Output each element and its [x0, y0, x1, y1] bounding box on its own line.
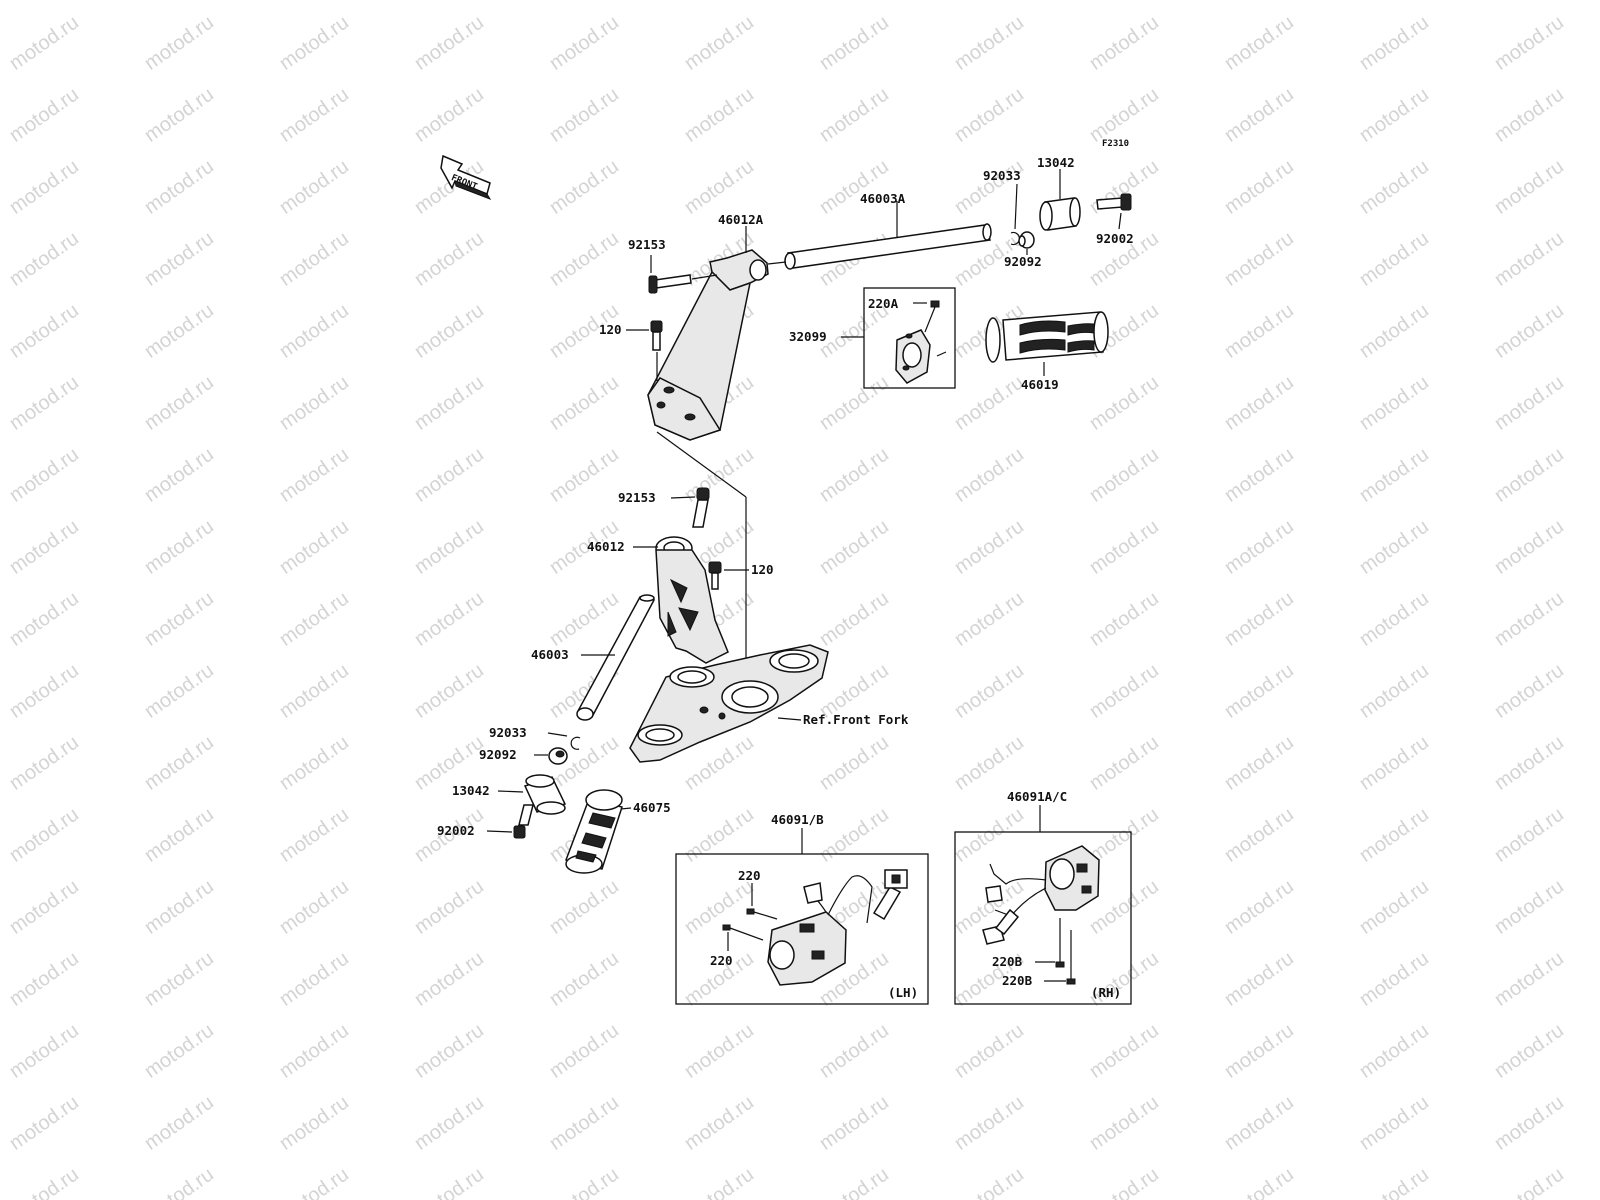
- label-46012: 46012: [587, 539, 625, 554]
- front-arrow-icon: FRONT: [440, 154, 492, 200]
- label-120-top: 120: [599, 322, 622, 337]
- grip-left: [565, 789, 623, 874]
- handlebar-holder-upper: [647, 249, 769, 441]
- handlebar-holder-lower: [655, 536, 729, 664]
- screw-220-upper: [746, 908, 778, 920]
- handlebar-right: [784, 223, 992, 270]
- screw-220b-upper: [1055, 918, 1065, 968]
- label-46012A: 46012A: [718, 212, 764, 227]
- label-220A: 220A: [868, 296, 899, 311]
- cap-bolt-120-top: [650, 320, 663, 351]
- label-46003: 46003: [531, 647, 569, 662]
- collar-top: [1018, 231, 1035, 249]
- switch-housing-rh: [982, 845, 1100, 945]
- label-ref-front-fork: Ref.Front Fork: [803, 712, 909, 727]
- label-13042-top: 13042: [1037, 155, 1075, 170]
- label-46019: 46019: [1021, 377, 1059, 392]
- label-32099: 32099: [789, 329, 827, 344]
- screw-220a: [924, 300, 940, 333]
- rh-tag: (RH): [1091, 985, 1121, 1000]
- label-46003A: 46003A: [860, 191, 906, 206]
- cap-bolt-120-lower: [708, 561, 722, 590]
- label-92002-bottom: 92002: [437, 823, 475, 838]
- bar-end-bolt-bottom: [513, 804, 534, 839]
- circlip-top: [1010, 231, 1020, 246]
- label-92033-bottom: 92033: [489, 725, 527, 740]
- figure-code: F2310: [1102, 139, 1129, 149]
- label-13042-bottom: 13042: [452, 783, 490, 798]
- label-92033-top: 92033: [983, 168, 1021, 183]
- throttle-case-box: [863, 287, 956, 389]
- label-92092-top: 92092: [1004, 254, 1042, 269]
- bar-end-bolt-top: [1096, 193, 1132, 211]
- holder-bolt-upper: [648, 274, 692, 294]
- label-220B-lower: 220B: [1002, 973, 1033, 988]
- handlebar-left: [576, 594, 656, 721]
- label-92153-lower: 92153: [618, 490, 656, 505]
- label-46075: 46075: [633, 800, 671, 815]
- switch-housing-lh: [767, 869, 908, 986]
- label-120-lower: 120: [751, 562, 774, 577]
- label-46091AC: 46091A/C: [1007, 789, 1067, 804]
- top-triple-clamp: [629, 644, 829, 763]
- bar-end-weight-top: [1039, 197, 1081, 231]
- label-92092-bottom: 92092: [479, 747, 517, 762]
- screw-220-lower: [722, 924, 764, 941]
- bar-end-weight-bottom: [523, 774, 567, 815]
- collar-bottom: [548, 747, 568, 765]
- label-220-upper: 220: [738, 868, 761, 883]
- lh-tag: (LH): [888, 985, 918, 1000]
- label-92153-top: 92153: [628, 237, 666, 252]
- label-220-lower: 220: [710, 953, 733, 968]
- screw-220b-lower: [1066, 930, 1076, 985]
- label-220B-upper: 220B: [992, 954, 1023, 969]
- label-46091B: 46091/B: [771, 812, 824, 827]
- label-92002-top: 92002: [1096, 231, 1134, 246]
- circlip-bottom: [570, 736, 581, 750]
- grip-right: [985, 311, 1109, 363]
- holder-bolt-lower: [692, 487, 710, 528]
- throttle-case: [895, 329, 947, 384]
- switch-box-rh: [954, 831, 1132, 1005]
